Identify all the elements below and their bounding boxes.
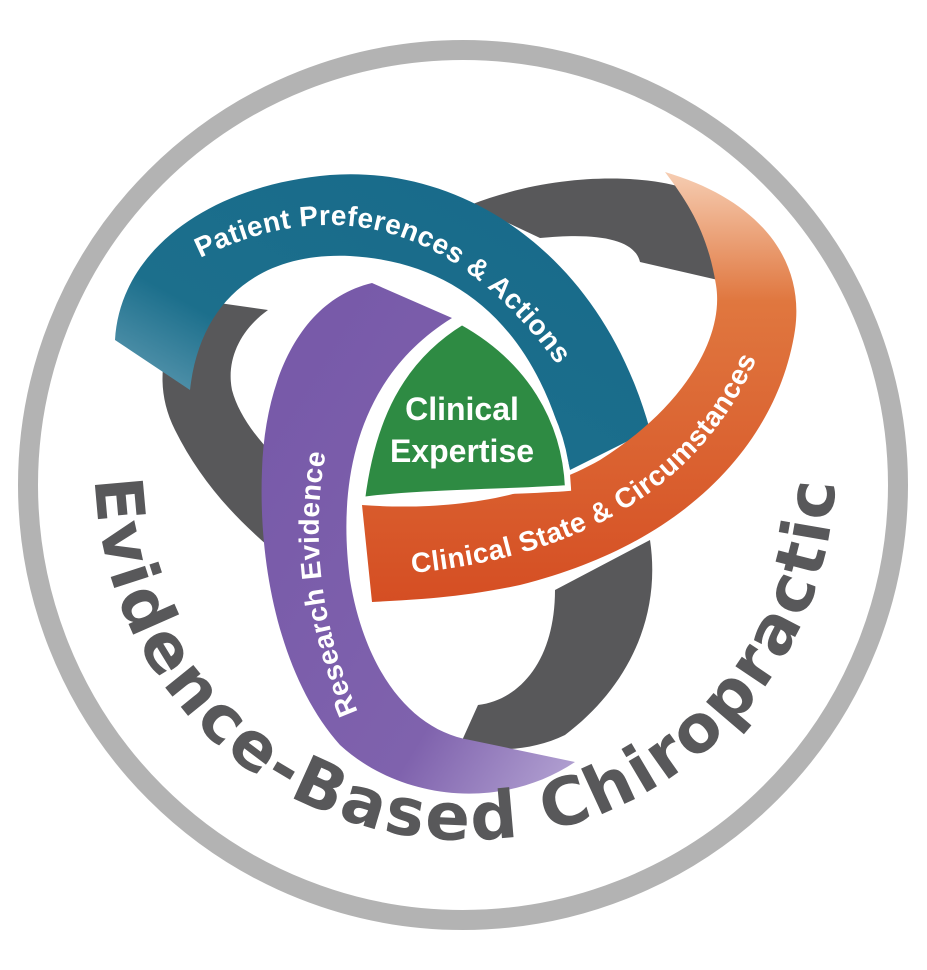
clinical-expertise-label-line2: Expertise bbox=[390, 433, 534, 469]
clinical-expertise-center bbox=[358, 318, 572, 504]
clinical-expertise-label-line1: Clinical bbox=[405, 391, 519, 427]
patient-preferences-band bbox=[115, 174, 650, 471]
clinical-state-band bbox=[362, 172, 797, 602]
research-evidence-band bbox=[261, 283, 575, 794]
